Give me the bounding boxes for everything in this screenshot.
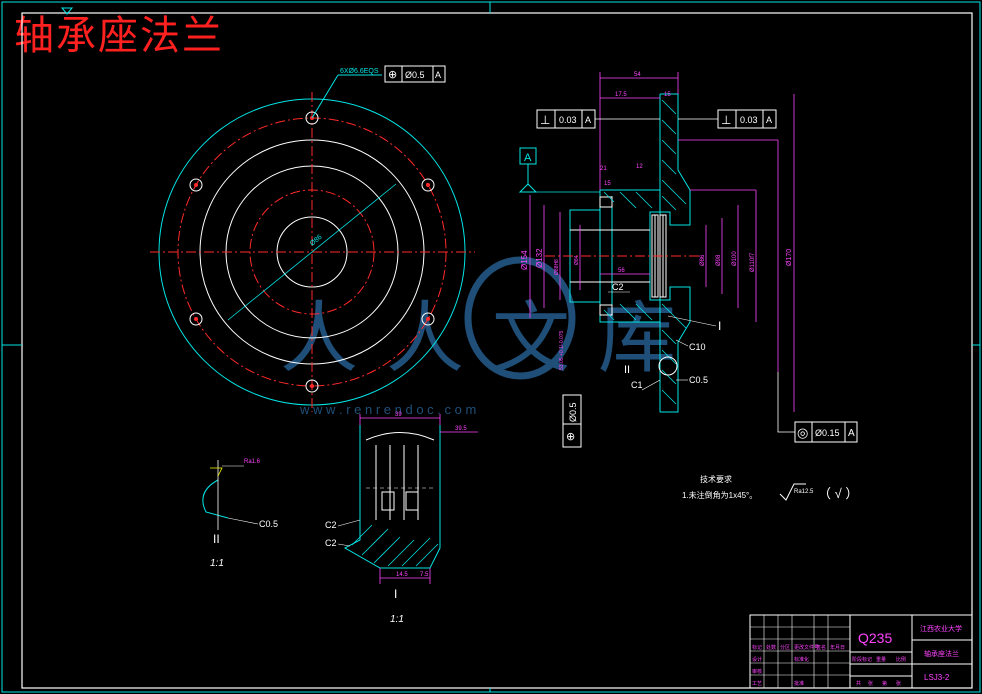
- svg-text:II: II: [213, 532, 220, 546]
- svg-text:Ø84: Ø84: [574, 255, 580, 265]
- svg-text:第: 第: [882, 680, 887, 687]
- svg-text:人人文库: 人人文库: [280, 294, 704, 382]
- title-block: 标记 处数 分区 更改文件号 签名 年月日 设计 标准化 审核 工艺 批准 Q2…: [749, 614, 973, 689]
- svg-text:设计: 设计: [752, 656, 762, 663]
- svg-text:Ø86: Ø86: [309, 234, 324, 248]
- svg-text:处数: 处数: [766, 644, 776, 651]
- svg-text:w w w . r e n r e n d o c . c: w w w . r e n r e n d o c . c o m: [299, 402, 476, 417]
- svg-text:1.未注倒角为1x45°。: 1.未注倒角为1x45°。: [682, 490, 757, 500]
- svg-text:1:1: 1:1: [210, 558, 224, 569]
- svg-text:Ra12.5: Ra12.5: [794, 489, 814, 495]
- svg-text:Ø154: Ø154: [520, 250, 529, 270]
- svg-text:Ø0.5: Ø0.5: [568, 402, 578, 422]
- svg-text:C1: C1: [631, 380, 643, 390]
- svg-text:A: A: [435, 70, 441, 80]
- svg-text:更改文件号: 更改文件号: [794, 644, 819, 651]
- svg-text:Ø0.5: Ø0.5: [405, 70, 425, 80]
- svg-text:张: 张: [896, 680, 901, 687]
- svg-text:A: A: [848, 428, 855, 439]
- material-label: Q235: [858, 630, 892, 646]
- svg-text:21: 21: [600, 166, 607, 172]
- svg-text:Ø0.15: Ø0.15: [815, 428, 840, 438]
- watermark: 人人文库 w w w . r e n r e n d o c . c o m: [280, 256, 704, 417]
- svg-text:◎: ◎: [797, 425, 808, 440]
- svg-text:共: 共: [856, 680, 861, 687]
- technical-notes: 技术要求 1.未注倒角为1x45°。 Ra12.5 （ √ ）: [682, 474, 858, 501]
- svg-text:⊥: ⊥: [540, 113, 550, 127]
- svg-text:C10: C10: [689, 342, 706, 352]
- svg-text:Ø100: Ø100: [732, 251, 738, 266]
- svg-text:C2: C2: [612, 282, 624, 292]
- svg-text:比例: 比例: [896, 656, 906, 663]
- svg-text:⊕: ⊕: [566, 431, 575, 443]
- svg-text:⊕: ⊕: [388, 69, 397, 81]
- svg-text:工艺: 工艺: [752, 681, 762, 687]
- section-view: 54 17.5 15 21 12 15 ⊥ 0.03 A ⊥ 0.03 A A …: [518, 72, 858, 448]
- bolt-holes: [189, 111, 435, 393]
- school-name: 江西农业大学: [920, 624, 962, 633]
- svg-text:53.05 +0.1/-0.075: 53.05 +0.1/-0.075: [559, 330, 565, 370]
- svg-text:I: I: [394, 587, 397, 601]
- detail-I-hatch: [351, 524, 439, 567]
- svg-text:14.5: 14.5: [396, 572, 408, 578]
- svg-text:阶段标记: 阶段标记: [852, 656, 872, 663]
- svg-text:Ø132: Ø132: [535, 248, 544, 268]
- svg-text:分区: 分区: [780, 644, 790, 651]
- svg-text:C2: C2: [325, 520, 337, 530]
- svg-text:15: 15: [664, 92, 671, 98]
- svg-text:标准化: 标准化: [794, 656, 809, 663]
- svg-text:⊥: ⊥: [721, 113, 731, 127]
- svg-text:II: II: [624, 364, 630, 376]
- svg-text:Ø110f7: Ø110f7: [750, 252, 756, 272]
- svg-text:C0.5: C0.5: [259, 519, 278, 529]
- svg-text:C2: C2: [325, 538, 337, 548]
- svg-text:签名: 签名: [816, 644, 826, 651]
- svg-text:17.5: 17.5: [615, 92, 627, 98]
- svg-text:张: 张: [868, 680, 873, 687]
- svg-text:审核: 审核: [752, 668, 762, 675]
- svg-text:A: A: [524, 152, 532, 164]
- front-view: 6XØ6.6EQS ⊕ Ø0.5 A Ø86: [150, 65, 475, 412]
- svg-text:Ø86: Ø86: [700, 254, 706, 266]
- svg-text:54: 54: [634, 72, 641, 78]
- svg-text:39: 39: [395, 412, 402, 418]
- svg-text:Ø88H8: Ø88H8: [554, 259, 560, 275]
- svg-text:0.03: 0.03: [559, 115, 577, 125]
- svg-text:年月日: 年月日: [830, 644, 845, 651]
- part-name: 轴承座法兰: [924, 649, 959, 658]
- svg-text:12: 12: [636, 164, 643, 170]
- svg-text:C0.5: C0.5: [689, 375, 708, 385]
- svg-text:标记: 标记: [752, 644, 762, 651]
- svg-text:A: A: [585, 115, 591, 125]
- svg-text:I: I: [718, 319, 721, 333]
- svg-text:1:1: 1:1: [390, 614, 404, 625]
- svg-text:Ra1.6: Ra1.6: [244, 459, 261, 465]
- svg-text:A: A: [766, 115, 772, 125]
- drawing-title: 轴承座法兰: [14, 13, 224, 59]
- svg-text:15: 15: [604, 181, 611, 187]
- svg-text:Ø98: Ø98: [716, 254, 722, 266]
- svg-text:（ √ ）: （ √ ）: [818, 486, 858, 501]
- detail-II-view: Ra1.6 C0.5 II 1:1: [202, 459, 278, 569]
- svg-text:56: 56: [618, 268, 625, 274]
- svg-text:39.5: 39.5: [455, 426, 467, 432]
- svg-text:技术要求: 技术要求: [700, 474, 732, 484]
- svg-text:Ø170: Ø170: [786, 249, 793, 266]
- svg-text:批准: 批准: [794, 680, 804, 687]
- svg-text:7.5: 7.5: [420, 572, 429, 578]
- svg-text:重量: 重量: [876, 656, 886, 663]
- svg-text:0.03: 0.03: [740, 115, 758, 125]
- section-hatch: [603, 99, 687, 405]
- drawing-number: LSJ3-2: [924, 673, 950, 682]
- drawing-frame: [21, 12, 973, 689]
- detail-I-view: 39 39.5 C2 C2 14.5 7.5 I 1:1: [325, 412, 478, 625]
- holes-callout: 6XØ6.6EQS: [340, 68, 379, 75]
